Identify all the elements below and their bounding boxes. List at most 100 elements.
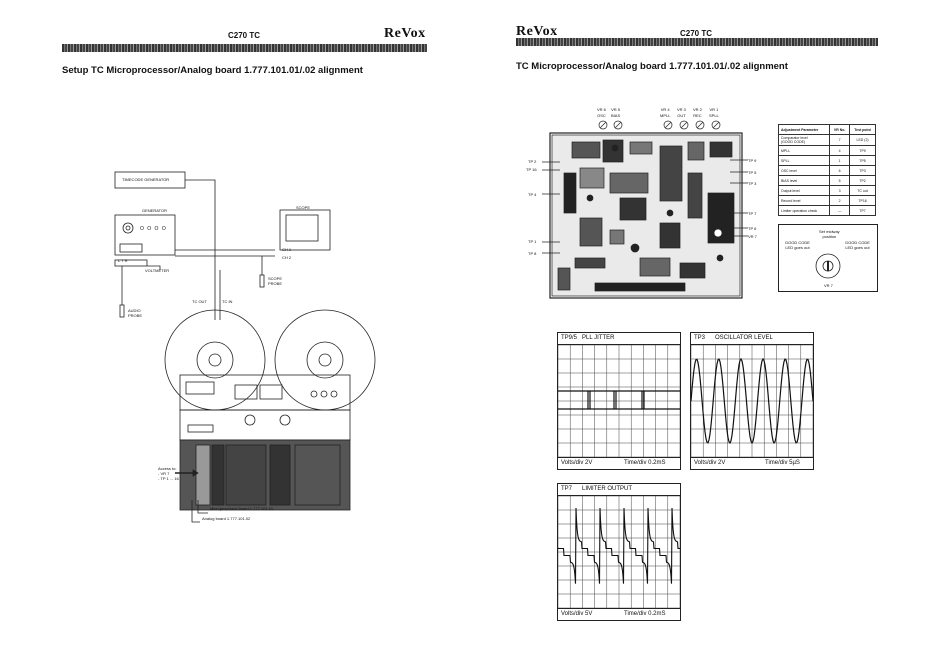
table-cell: SPLL <box>777 155 831 166</box>
scope-oscillator-level: TP3 OSCILLATOR LEVEL Volts/div 2V Time/d… <box>690 332 814 470</box>
tp-left-5: TP 8 <box>528 251 537 256</box>
left-page-title: Setup TC Microprocessor/Analog board 1.7… <box>62 65 363 76</box>
tp-right-3: TP 3 <box>748 181 757 186</box>
voltmeter-terminals-label: L T R <box>118 258 128 263</box>
table-cell: MPLL <box>777 145 831 156</box>
table-cell: — <box>829 205 851 216</box>
left-brand-logo: ReVox <box>384 26 426 41</box>
table-cell: TC out <box>849 185 876 196</box>
table-header: VR No. <box>829 124 851 135</box>
table-cell: TP3 <box>849 165 876 176</box>
table-cell: 5 <box>829 175 851 186</box>
table-cell: 3 <box>829 185 851 196</box>
tp-left-3: TP 4 <box>528 192 537 197</box>
generator-knobs: O O O O <box>140 226 167 232</box>
access-note: Access to: - VR 7 - TP 1 ... 16 <box>158 466 179 481</box>
tc-in-label: TC IN <box>222 299 233 304</box>
right-model-label: C270 TC <box>680 29 713 38</box>
tp-right-6: VR 7 <box>748 234 757 239</box>
tp-left-2: TP 16 <box>526 167 537 172</box>
left-model-label: C270 TC <box>228 31 261 40</box>
scope-probe-label: SCOPE PROBE <box>268 276 283 286</box>
table-cell: TP9 <box>849 145 876 156</box>
scope-title: PLL JITTER <box>582 335 615 341</box>
table-cell: OSC level <box>777 165 831 176</box>
scope-trace-limiter <box>558 496 680 608</box>
ch2-label: CH 2 <box>282 255 292 260</box>
voltmeter-terminals <box>114 259 148 267</box>
scope-title: OSCILLATOR LEVEL <box>715 335 773 341</box>
table-cell: 2 <box>829 195 851 206</box>
vr7-good-code-right: GOOD CODE LED goes out <box>845 240 870 250</box>
scope-label: SCOPE <box>296 205 311 210</box>
right-header-bar <box>516 38 878 46</box>
circuit-board-diagram <box>542 120 748 299</box>
table-cell: Limiter operation check <box>777 205 831 216</box>
table-cell: 7 <box>829 134 851 146</box>
table-cell: Output level <box>777 185 831 196</box>
table-cell: TP2 <box>849 175 876 186</box>
scope-trace-pll-jitter <box>558 345 680 457</box>
table-cell: TP5 <box>849 155 876 166</box>
scope-time-div: Time/div 0.2mS <box>624 611 666 617</box>
tp-right-1: TP 9 <box>748 158 757 163</box>
vr7-pot <box>713 228 723 238</box>
potentiometer-row <box>598 120 721 130</box>
tp-left-1: TP 2 <box>528 159 537 164</box>
adjustment-table: Adjustment Parameter VR No. Test point C… <box>777 124 876 216</box>
table-cell: Comparator level (GOOD CODE) <box>777 134 831 146</box>
table-cell: Record level <box>777 195 831 206</box>
timecode-generator-label: TIMECODE GENERATOR <box>122 177 170 182</box>
tp-right-5: TP 6 <box>748 226 757 231</box>
setup-diagram <box>114 171 376 523</box>
table-cell: LED (2) <box>849 134 876 146</box>
scope-id: TP9/5 <box>561 335 578 341</box>
table-cell: 6 <box>829 165 851 176</box>
scope-box <box>279 209 331 251</box>
generator-label: GENERATOR <box>142 208 167 213</box>
vr7-detail-box: Set midway position GOOD CODE LED goes o… <box>778 224 878 292</box>
vr7-good-code-left: GOOD CODE LED goes out <box>785 240 810 250</box>
table-header: Test point <box>849 124 876 135</box>
table-row: Limiter operation check—TP7 <box>777 205 876 216</box>
audio-probe-label: AUDIO PROBE <box>128 308 143 318</box>
table-cell: 4 <box>829 145 851 156</box>
table-header: Adjustment Parameter <box>777 124 831 135</box>
scope-time-div: Time/div 5µS <box>765 460 800 466</box>
scope-id: TP3 <box>694 335 706 341</box>
tp-right-2: TP 5 <box>748 170 757 175</box>
vr7-set-midway: Set midway position <box>819 229 840 239</box>
analog-board-label: Analog board 1.777.101.02 <box>202 516 251 521</box>
vr7-label: VR 7 <box>824 283 833 288</box>
table-cell: TP16 <box>849 195 876 206</box>
scope-volts-div: Volts/div 5V <box>561 611 593 617</box>
scope-pll-jitter: TP9/5 PLL JITTER Volts/div 2V Time/div 0… <box>557 332 681 470</box>
scope-id: TP7 <box>561 486 573 492</box>
scope-limiter-output: TP7 LIMITER OUTPUT Volts/div 5V Time/div… <box>557 483 681 621</box>
right-reel <box>274 309 376 411</box>
microprocessor-board-label: Microprocessor board 1.777.101.01 <box>210 506 274 511</box>
machine-top <box>179 374 351 411</box>
table-cell: BIAS level <box>777 175 831 186</box>
vr7-knob-icon <box>815 253 841 279</box>
tc-out-label: TC OUT <box>192 299 207 304</box>
scope-volts-div: Volts/div 2V <box>694 460 726 466</box>
left-header-bar <box>62 44 427 52</box>
right-page-title: TC Microprocessor/Analog board 1.777.101… <box>516 61 788 72</box>
right-brand-logo: ReVox <box>516 24 558 39</box>
voltmeter-label: VOLTMETER <box>145 268 170 273</box>
table-cell: 1 <box>829 155 851 166</box>
